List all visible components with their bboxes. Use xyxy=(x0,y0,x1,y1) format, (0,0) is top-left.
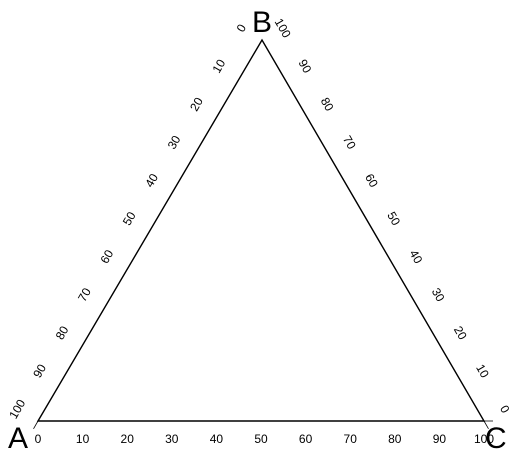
right-axis-label: 40 xyxy=(407,247,426,266)
bottom-axis-label: 30 xyxy=(165,432,179,446)
bottom-axis-labels: 0 10 20 30 40 50 60 70 80 90 100 xyxy=(35,432,495,446)
left-tick xyxy=(33,420,39,429)
right-axis-label: 100 xyxy=(272,16,294,41)
bottom-axis-label: 10 xyxy=(76,432,90,446)
right-axis-label: 70 xyxy=(340,133,359,152)
left-axis-label: 80 xyxy=(53,323,72,342)
right-tick xyxy=(483,420,489,429)
left-axis-label: 90 xyxy=(30,361,49,380)
vertex-label-a: A xyxy=(8,422,28,455)
left-axis-label: 70 xyxy=(75,285,94,304)
right-axis-label: 0 xyxy=(497,403,509,416)
bottom-axis-label: 90 xyxy=(433,432,447,446)
left-axis-label: 0 xyxy=(234,21,250,34)
left-axis-label: 30 xyxy=(165,133,184,152)
right-axis-label: 60 xyxy=(362,171,381,190)
bottom-axis-label: 50 xyxy=(254,432,268,446)
left-axis-label: 40 xyxy=(142,171,161,190)
left-axis-label: 60 xyxy=(97,247,116,266)
tick-marks xyxy=(33,39,493,429)
bottom-axis-label: 60 xyxy=(299,432,313,446)
vertex-label-b: B xyxy=(252,6,272,39)
bottom-axis-label: 70 xyxy=(344,432,358,446)
left-axis-label: 10 xyxy=(209,57,228,76)
right-axis-label: 80 xyxy=(318,95,337,114)
bottom-axis-label: 100 xyxy=(474,432,494,446)
bottom-axis-label: 20 xyxy=(121,432,135,446)
triangle-outline xyxy=(36,38,486,422)
vertex-label-c: C xyxy=(485,422,507,455)
left-axis-label: 20 xyxy=(187,95,206,114)
right-axis-label: 30 xyxy=(429,286,448,305)
bottom-axis-label: 0 xyxy=(35,432,42,446)
right-axis-label: 90 xyxy=(296,57,315,76)
left-axis-label: 50 xyxy=(120,209,139,228)
bottom-axis-label: 80 xyxy=(388,432,402,446)
right-axis-label: 10 xyxy=(473,362,492,381)
left-axis-label: 100 xyxy=(6,397,28,422)
bottom-axis-label: 40 xyxy=(210,432,224,446)
right-axis-label: 50 xyxy=(384,209,403,228)
right-axis-label: 20 xyxy=(451,324,470,343)
